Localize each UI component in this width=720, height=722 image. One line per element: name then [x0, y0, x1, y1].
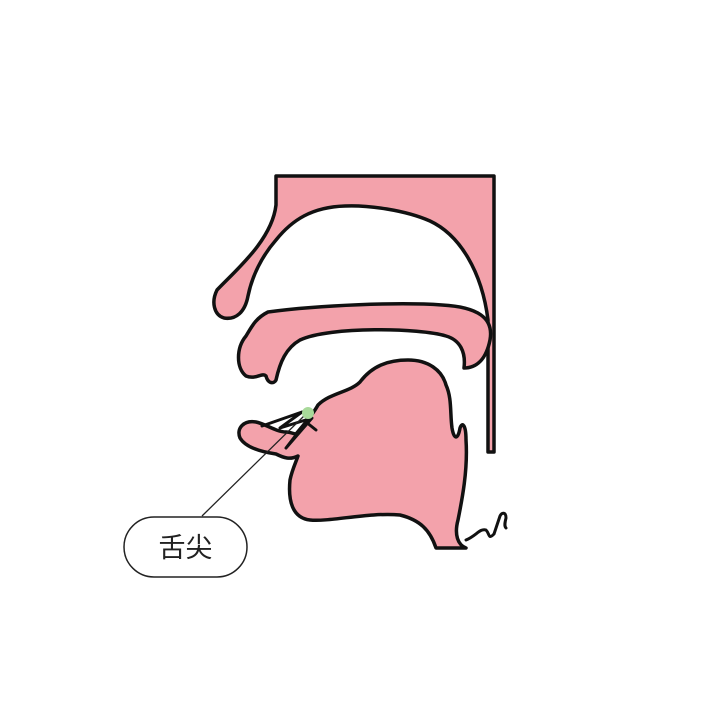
- tongue-tip-marker: [302, 407, 314, 419]
- tongue-tip-callout: 舌尖: [123, 516, 248, 578]
- teeth: [260, 410, 318, 450]
- tongue-and-lower-jaw: [237, 358, 469, 550]
- pharynx-wall: [464, 511, 508, 542]
- upper-jaw: [212, 174, 496, 454]
- leader-line: [201, 413, 307, 517]
- callout-label: 舌尖: [159, 533, 213, 564]
- callout-box: [123, 516, 248, 578]
- palate-and-upper-lip: [236, 302, 493, 385]
